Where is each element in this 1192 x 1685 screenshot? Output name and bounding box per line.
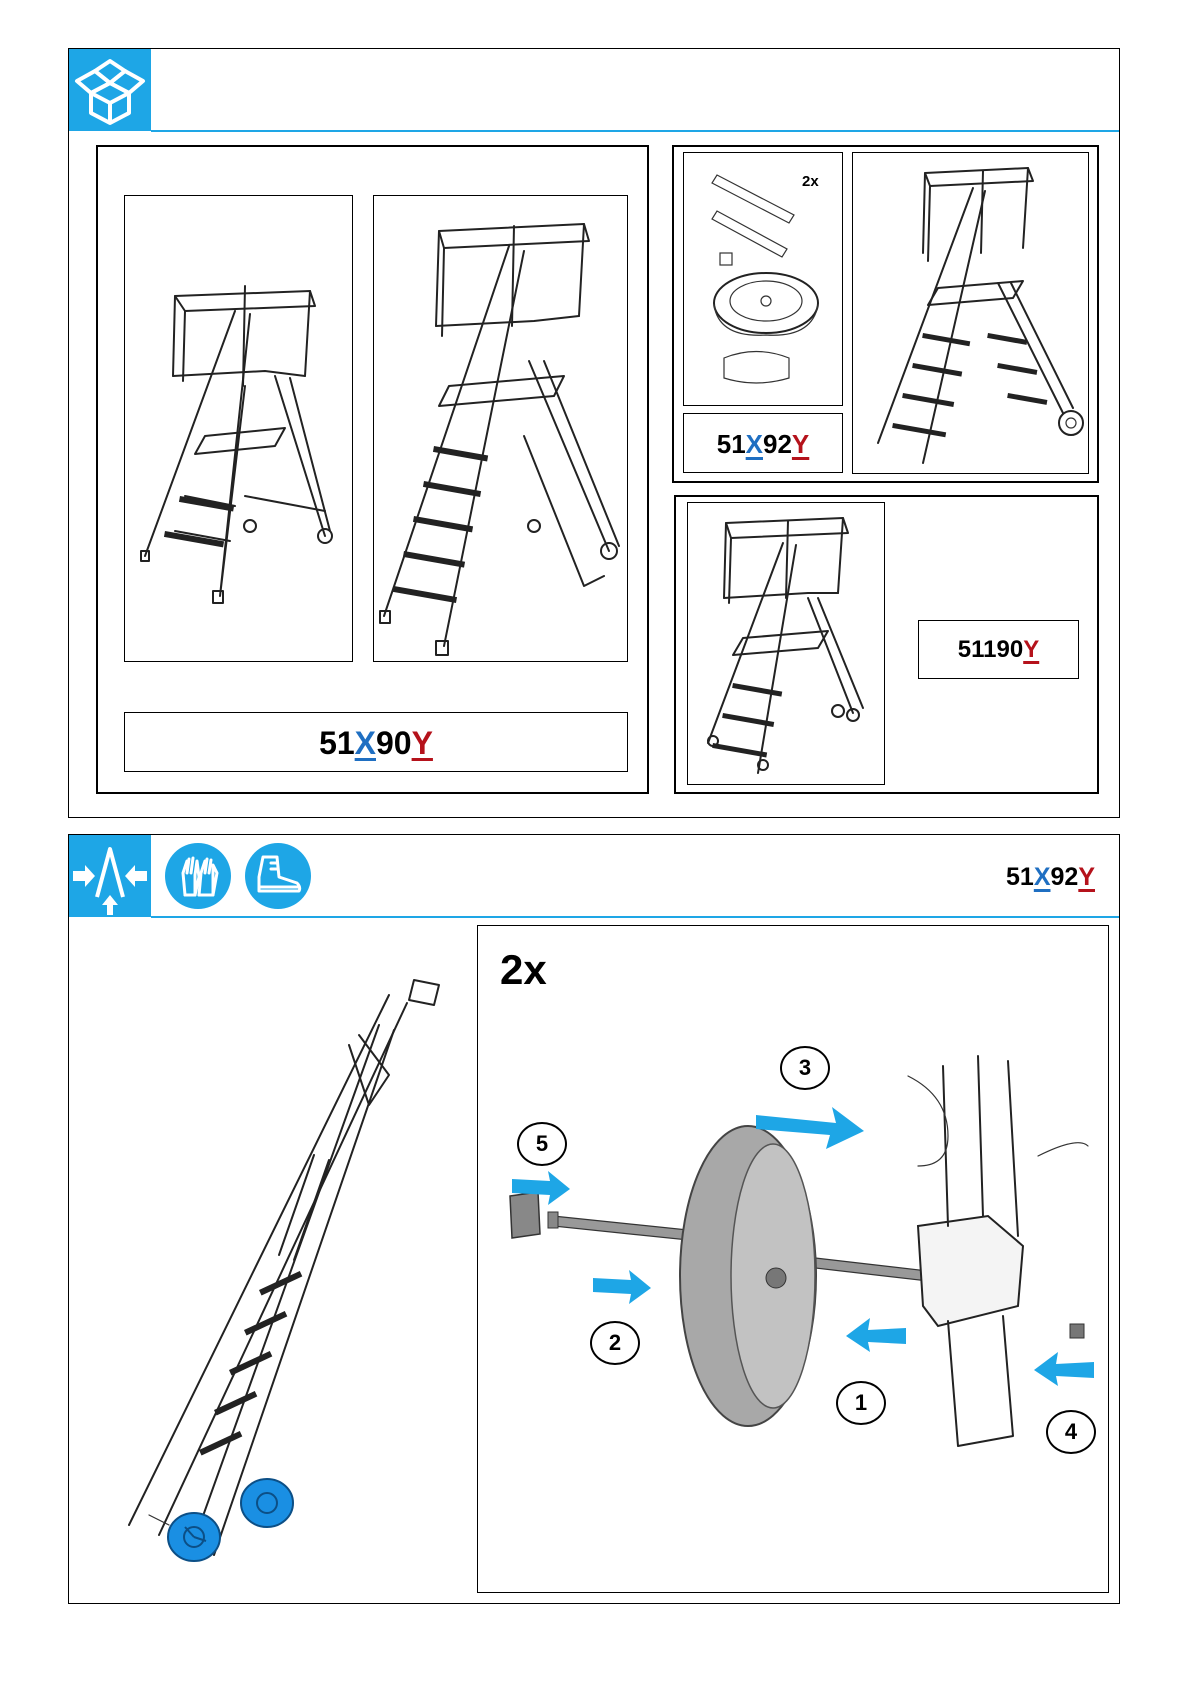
arrow-step-5 [512,1171,572,1207]
contents-panel: 51X90Y 2x 51X92Y [68,48,1120,818]
gloves-icon [165,843,231,909]
model-label-box-51190Y: 51190Y [918,620,1079,679]
step-number-3: 3 [780,1046,830,1090]
ladder-image-5-step [373,195,628,662]
arrow-step-2 [593,1270,653,1306]
header-divider [151,916,1119,918]
ladder-image-3-step [124,195,353,662]
arrow-step-4 [1034,1352,1094,1388]
arrow-step-1 [846,1318,906,1354]
blue-wheel-back [241,1479,293,1527]
wheel-kit-drawing [684,153,844,407]
model-group-51190Y: 51190Y [674,495,1099,794]
wheel-kit-parts: 2x [683,152,843,406]
step-number-4: 4 [1046,1410,1096,1454]
step-number-1: 1 [836,1381,886,1425]
model-code-51190Y: 51190Y [919,636,1078,664]
ladder-image-51190Y [687,502,885,785]
wheel-assembly-detail: 2x [477,925,1109,1593]
safety-boot-icon [245,843,311,909]
blue-wheel-front [168,1513,220,1561]
ladder-51190Y-drawing [688,503,886,786]
model-group-51X90Y: 51X90Y [96,145,649,794]
ladder-with-wheels-drawing [853,153,1090,475]
assembly-panel: 51X92Y 2x [68,834,1120,1604]
header-divider [151,130,1119,132]
step-number-5: 5 [517,1122,567,1166]
assembly-icon [69,835,151,917]
ladder-image-with-wheels [852,152,1089,474]
model-code-51X90Y: 51X90Y [125,725,627,762]
box-icon-tile [69,49,151,131]
model-label-box-51X92Y: 51X92Y [683,413,843,473]
box-icon [69,49,151,131]
header-model-code: 51X92Y [1006,863,1095,892]
assembly-icon-tile [69,835,151,917]
model-group-51X92Y: 2x 51X92Y [672,145,1099,483]
step-number-2: 2 [590,1321,640,1365]
model-label-box-51X90Y: 51X90Y [124,712,628,772]
model-code-51X92Y: 51X92Y [684,429,842,460]
ladder-5-step-drawing [374,196,629,663]
folded-ladder-drawing [89,955,469,1575]
wheel-assembly-drawing [478,926,1110,1594]
arrow-step-3 [756,1101,866,1151]
ladder-3-step-drawing [125,196,354,663]
